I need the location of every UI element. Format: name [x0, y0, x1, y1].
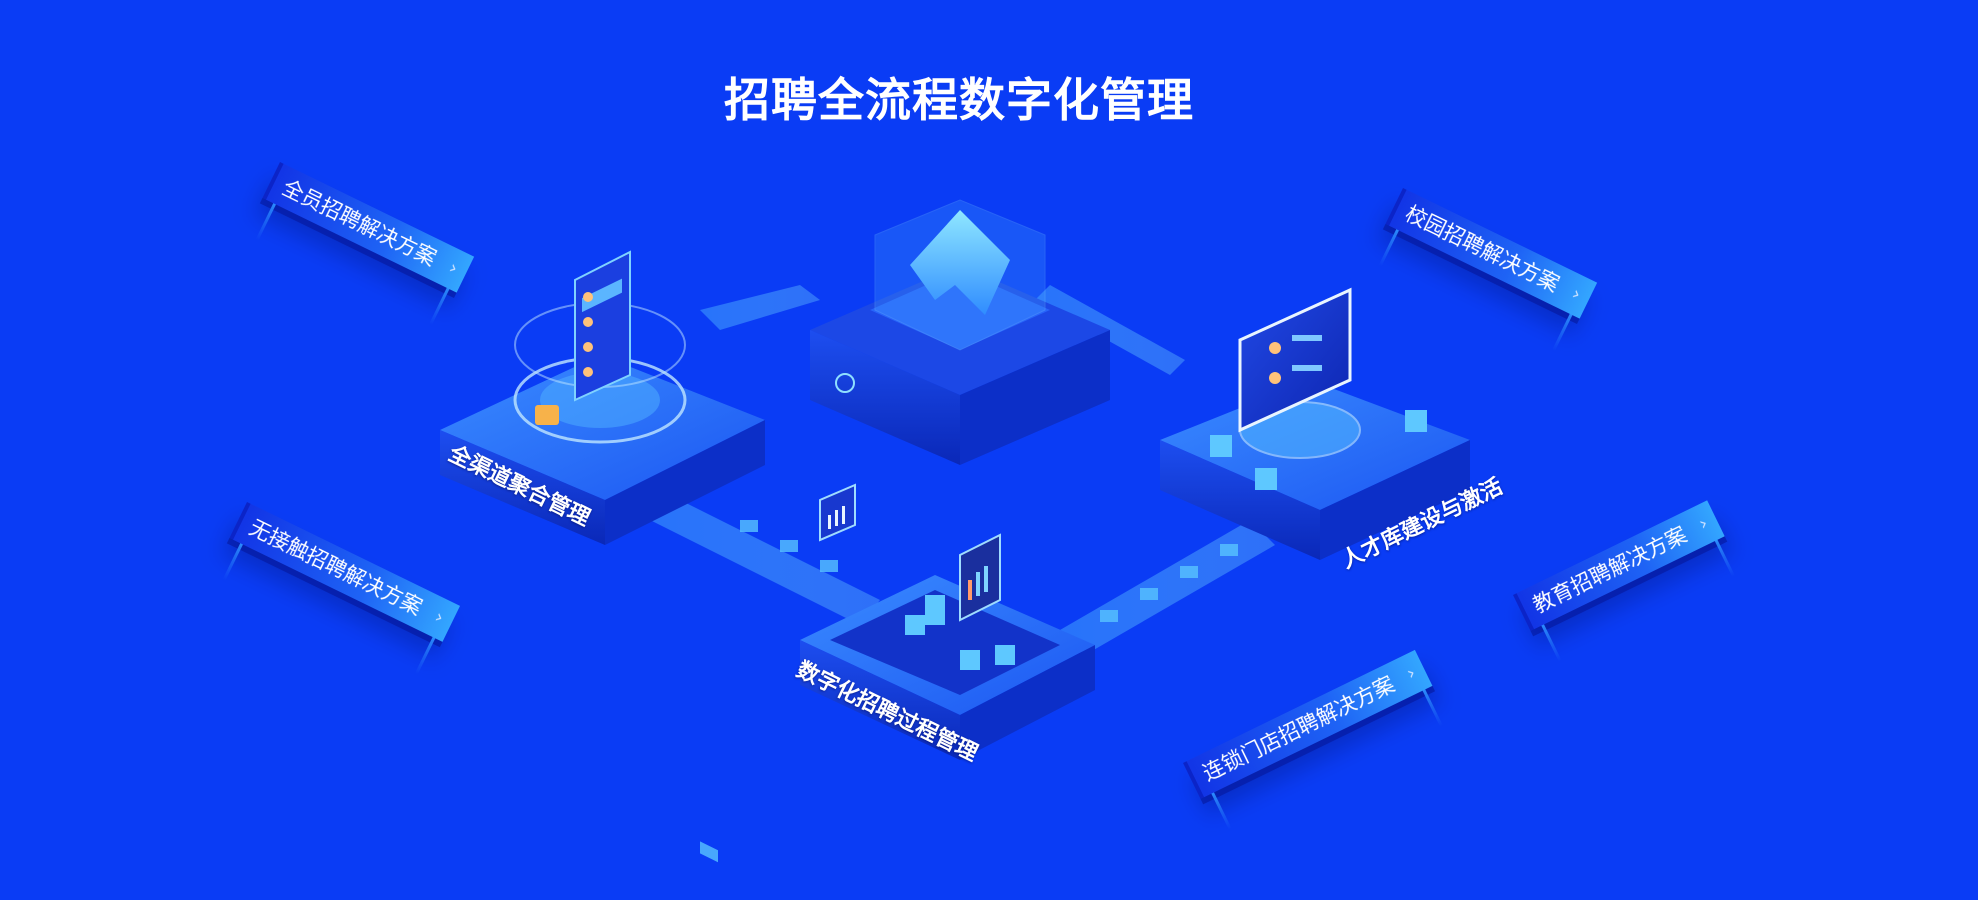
chevron-right-icon: › [1695, 512, 1712, 535]
server-top [810, 199, 1110, 465]
wallet-icon [535, 405, 559, 425]
monitor-icon [1238, 287, 1352, 433]
platform-bottom [800, 533, 1095, 760]
mountain-icon [910, 210, 1010, 315]
chevron-right-icon: › [1403, 662, 1420, 685]
chevron-right-icon: › [1568, 283, 1585, 306]
candidate-list-panel [574, 250, 631, 402]
chevron-right-icon: › [431, 606, 448, 629]
chevron-right-icon: › [445, 257, 462, 280]
analytics-card-icon [819, 483, 856, 542]
platform-right [1160, 287, 1470, 560]
platform-left [440, 250, 765, 545]
page-title: 招聘全流程数字化管理 [724, 73, 1194, 127]
bar-chart-card-icon [959, 533, 1001, 622]
